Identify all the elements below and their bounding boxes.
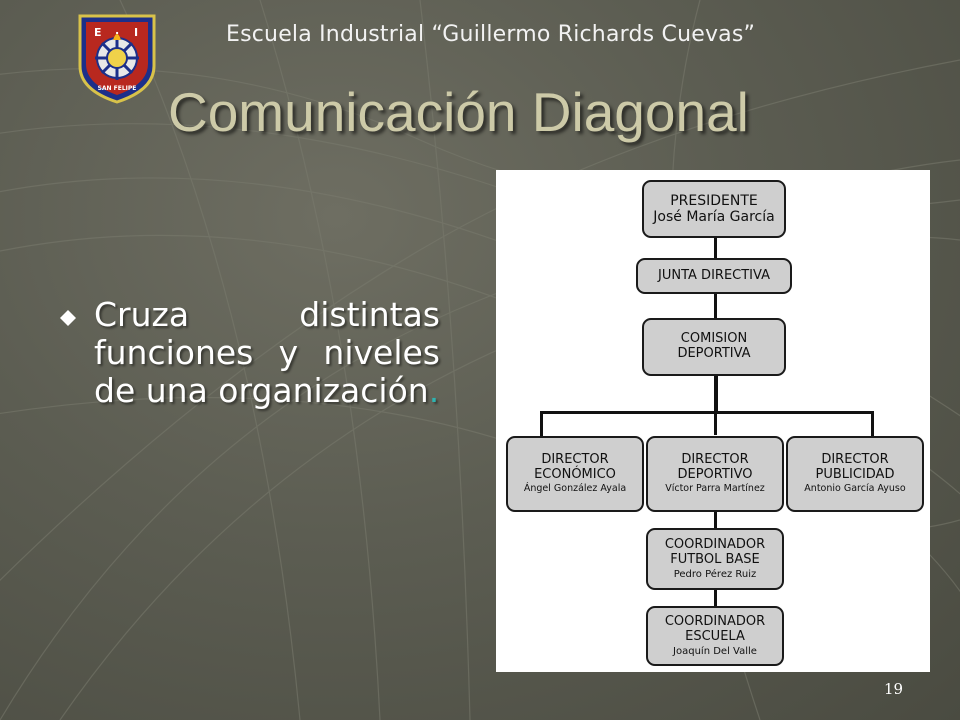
president-title: PRESIDENTE <box>670 192 758 209</box>
director-pub-line1: DIRECTOR <box>821 451 889 467</box>
connector-center-drop <box>714 411 717 435</box>
director-sport-line1: DIRECTOR <box>681 451 749 467</box>
board-title: JUNTA DIRECTIVA <box>658 267 770 283</box>
coord-football-line1: COORDINADOR <box>664 536 766 552</box>
connector-commission-branch <box>714 376 718 414</box>
connector-right-drop <box>871 411 874 437</box>
box-director-sport: DIRECTOR DEPORTIVO Víctor Parra Martínez <box>646 436 784 512</box>
bullet-text: Cruza distintas funciones y niveles de u… <box>94 296 440 410</box>
director-econ-line2: ECONÓMICO <box>534 466 616 482</box>
director-sport-line2: DEPORTIVO <box>677 466 753 482</box>
connector-horizontal <box>540 411 874 414</box>
director-pub-line2: PUBLICIDAD <box>815 466 895 482</box>
connector-football-school <box>714 590 717 608</box>
commission-line2: DEPORTIVA <box>677 346 751 361</box>
coord-football-line2: FUTBOL BASE <box>670 551 760 567</box>
box-director-publicity: DIRECTOR PUBLICIDAD Antonio García Ayuso <box>786 436 924 512</box>
box-coord-school: COORDINADOR ESCUELA Joaquín Del Valle <box>646 606 784 666</box>
president-name: José María García <box>653 209 775 225</box>
director-econ-name: Ángel González Ayala <box>523 483 627 495</box>
director-econ-line1: DIRECTOR <box>541 451 609 467</box>
school-logo: E . I SAN FELIPE <box>78 14 156 104</box>
slide-title: Comunicación Diagonal <box>168 81 749 143</box>
director-pub-name: Antonio García Ayuso <box>804 483 906 495</box>
logo-bottom-text: SAN FELIPE <box>98 85 137 92</box>
box-commission: COMISION DEPORTIVA <box>642 318 786 376</box>
commission-line1: COMISION <box>680 331 748 347</box>
logo-letter-e: E <box>94 26 102 39</box>
director-sport-name: Víctor Parra Martínez <box>665 483 765 495</box>
connector-left-drop <box>540 411 543 437</box>
connector-board-commission <box>714 293 717 319</box>
connector-sport-football <box>714 512 717 530</box>
logo-letter-i: I <box>134 26 138 39</box>
bullet-text-main: Cruza distintas funciones y niveles de u… <box>94 295 440 410</box>
coord-school-name: Joaquín Del Valle <box>673 645 757 657</box>
connector-president-board <box>714 237 717 259</box>
coord-football-name: Pedro Pérez Ruiz <box>673 568 757 580</box>
bullet-item: Cruza distintas funciones y niveles de u… <box>60 296 440 410</box>
school-name: Escuela Industrial “Guillermo Richards C… <box>226 22 756 47</box>
box-coord-football: COORDINADOR FUTBOL BASE Pedro Pérez Ruiz <box>646 528 784 590</box>
page-number: 19 <box>884 680 904 698</box>
coord-school-line1: COORDINADOR <box>664 613 766 629</box>
diamond-bullet-icon <box>60 310 76 326</box>
coord-school-line2: ESCUELA <box>685 628 745 644</box>
box-board: JUNTA DIRECTIVA <box>636 258 792 294</box>
bullet-text-period: . <box>428 371 440 410</box>
org-chart: PRESIDENTE José María García JUNTA DIREC… <box>496 170 930 672</box>
box-director-economic: DIRECTOR ECONÓMICO Ángel González Ayala <box>506 436 644 512</box>
box-president: PRESIDENTE José María García <box>642 180 786 238</box>
logo-dot: . <box>115 24 119 37</box>
